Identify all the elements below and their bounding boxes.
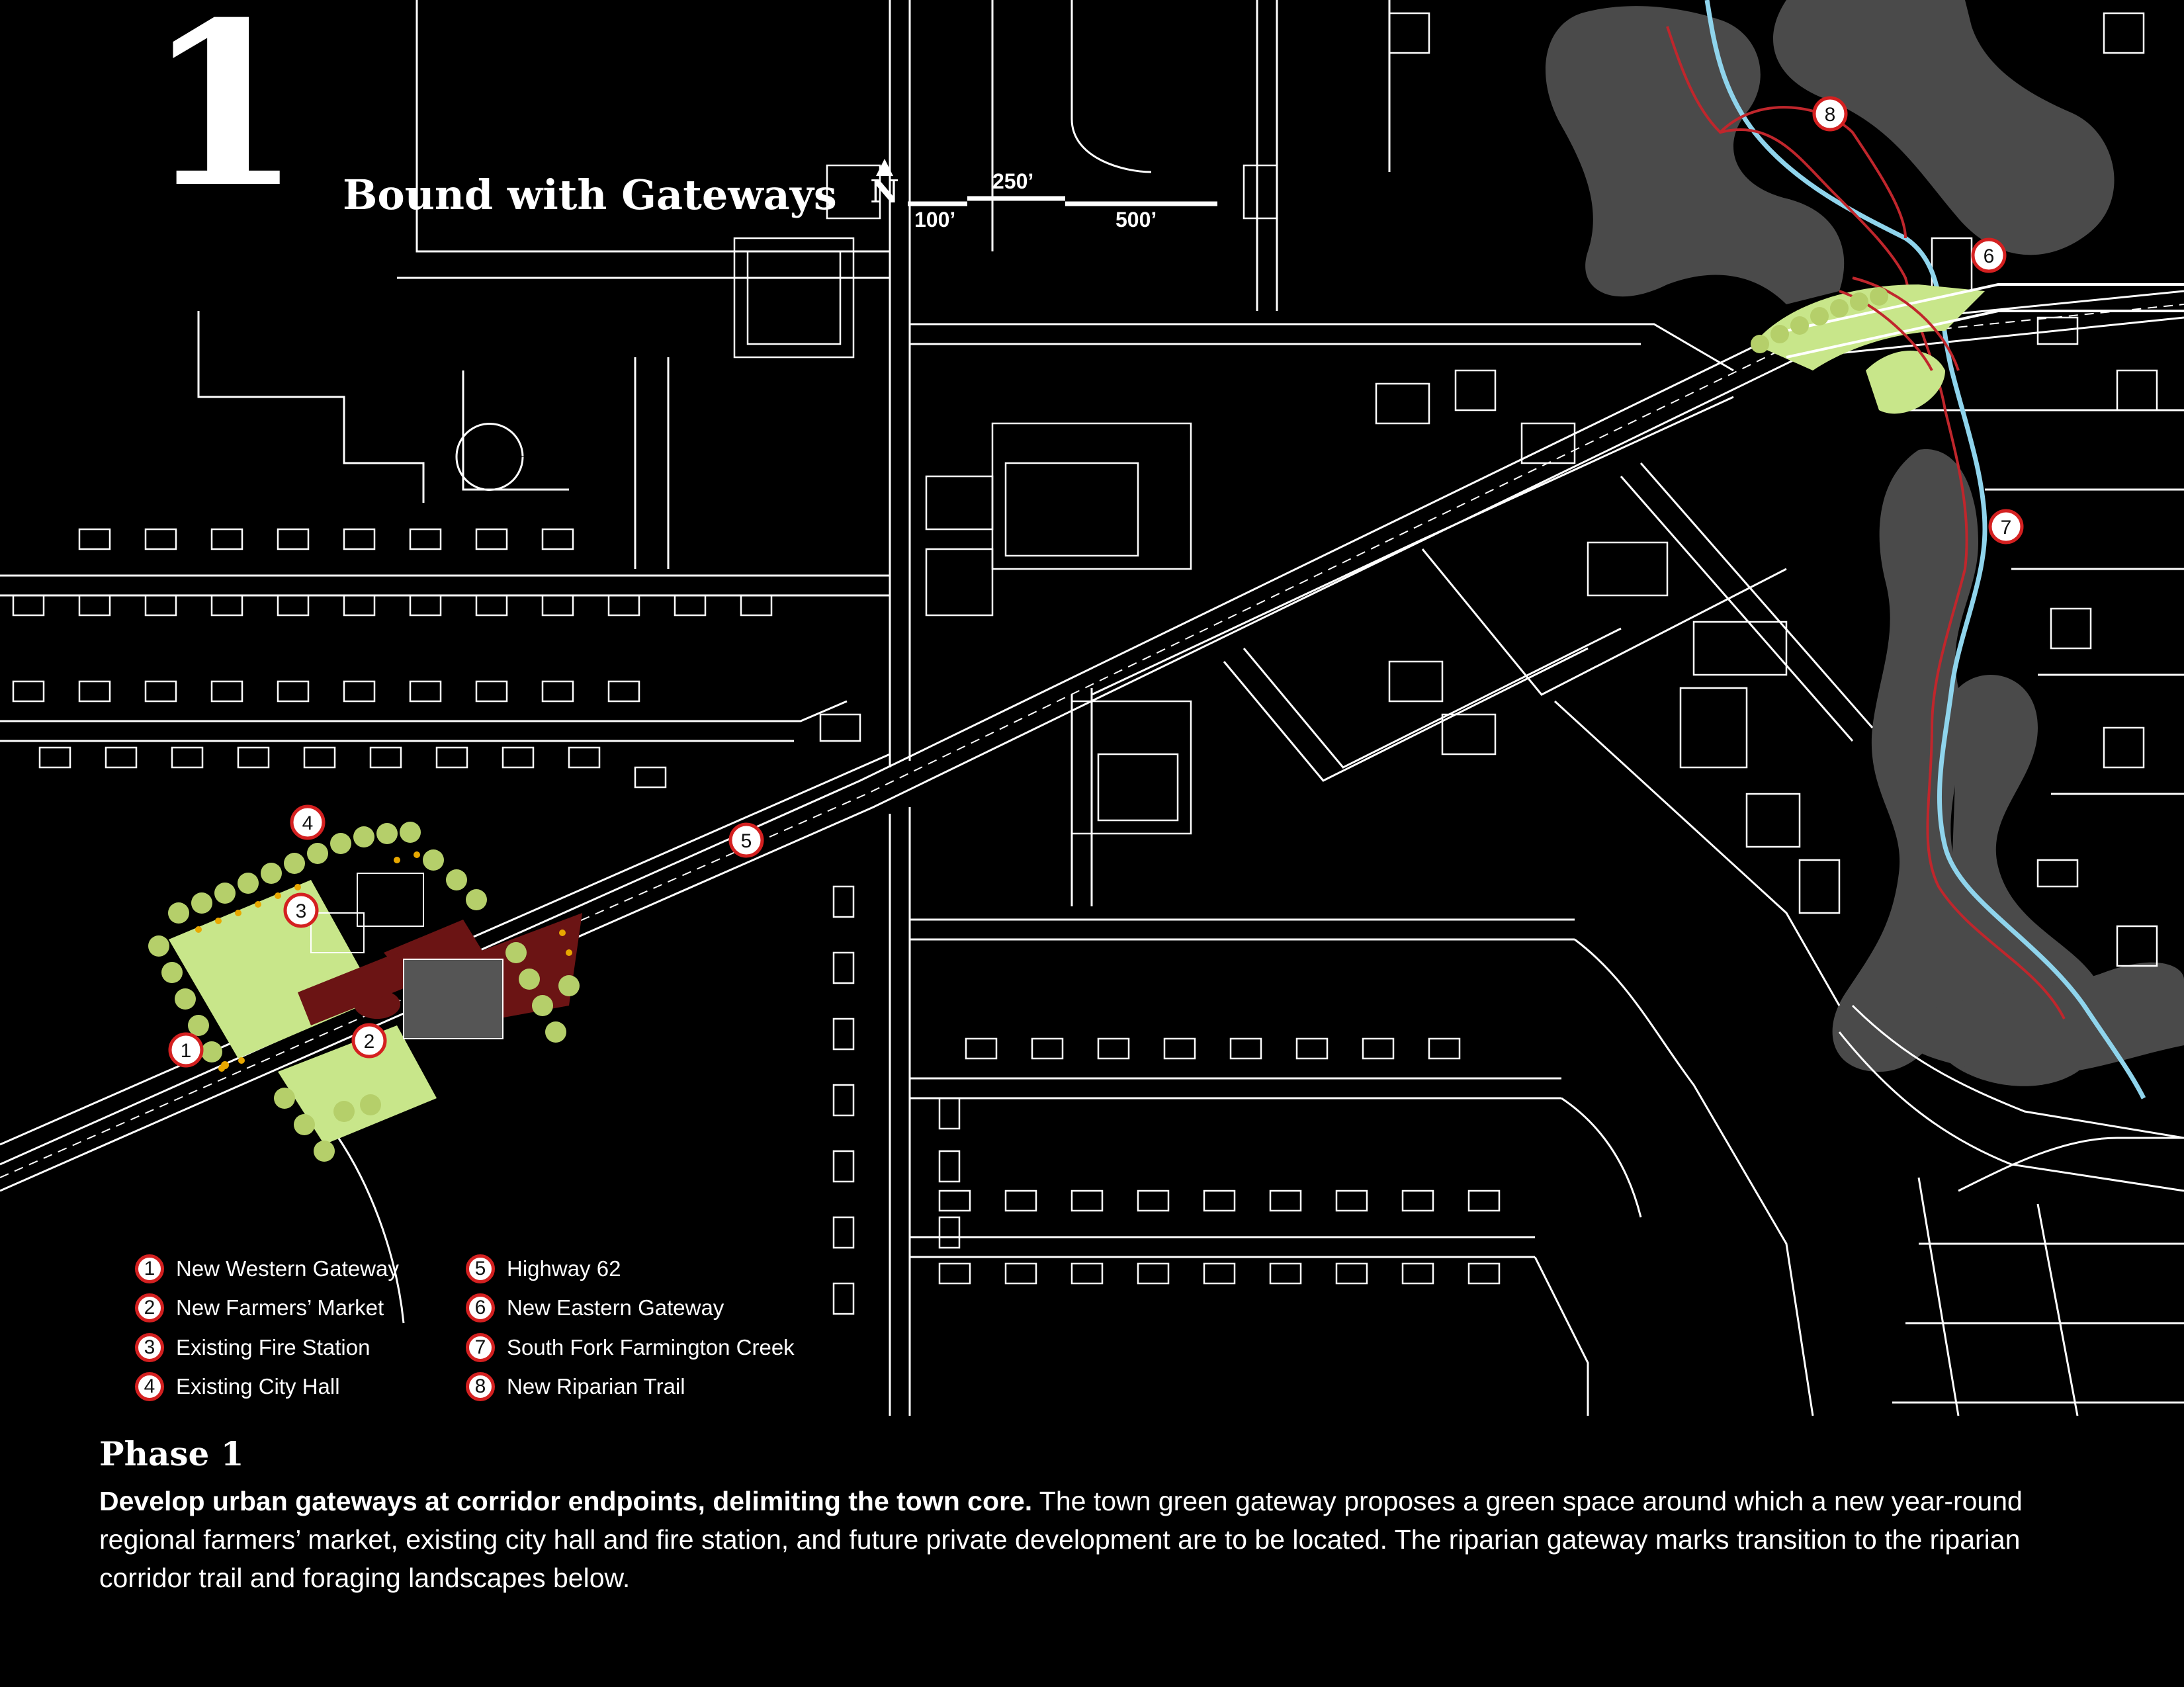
north-arrow-icon (876, 159, 893, 176)
scale-label-100: 100’ (914, 208, 956, 232)
legend-label: Existing City Hall (176, 1374, 340, 1399)
south-fork-farmington-creek (1704, 0, 2146, 1100)
legend-item: 2 New Farmers’ Market (135, 1289, 399, 1328)
north-label: N (870, 173, 899, 210)
legend-item: 8 New Riparian Trail (466, 1367, 795, 1407)
page-title: Bound with Gateways (343, 171, 837, 219)
legend-item: 3 Existing Fire Station (135, 1328, 399, 1367)
legend-left-column: 1 New Western Gateway 2 New Farmers’ Mar… (135, 1249, 399, 1406)
map-marker-8: 8 (1812, 96, 1848, 132)
legend-number: 5 (466, 1254, 495, 1283)
phase-lead: Develop urban gateways at corridor endpo… (99, 1486, 1033, 1516)
legend-number: 7 (466, 1332, 495, 1362)
map-marker-3: 3 (283, 892, 319, 928)
map-marker-8-label: 8 (1825, 104, 1836, 126)
legend-number: 8 (466, 1372, 495, 1402)
map-marker-5-label: 5 (741, 830, 752, 852)
legend-label: New Farmers’ Market (176, 1295, 384, 1320)
map-marker-1-label: 1 (181, 1040, 192, 1062)
phase-body: The town green gateway proposes a green … (99, 1486, 2023, 1593)
legend-number: 3 (135, 1332, 164, 1362)
eastern-gateway-site (1751, 277, 2184, 414)
map-marker-7-label: 7 (2001, 517, 2012, 539)
map-marker-2-label: 2 (364, 1031, 375, 1053)
new-riparian-trail (1666, 26, 2066, 1019)
map-marker-6: 6 (1971, 238, 2007, 273)
legend-label: New Riparian Trail (507, 1374, 685, 1399)
legend-right-column: 5 Highway 62 6 New Eastern Gateway 7 Sou… (466, 1249, 795, 1406)
map-marker-6-label: 6 (1984, 245, 1995, 267)
map-marker-4-label: 4 (302, 812, 314, 834)
legend-item: 7 South Fork Farmington Creek (466, 1328, 795, 1367)
map-marker-7: 7 (1988, 509, 2024, 544)
phase-description: Develop urban gateways at corridor endpo… (99, 1482, 2117, 1597)
phase-title: Phase 1 (99, 1434, 244, 1473)
legend-number: 1 (135, 1254, 164, 1283)
scale-label-250: 250’ (992, 169, 1034, 193)
legend-label: New Western Gateway (176, 1256, 399, 1281)
street-network (0, 0, 2184, 1416)
map-marker-2: 2 (351, 1023, 387, 1059)
scale-label-500: 500’ (1115, 208, 1157, 232)
legend-label: Highway 62 (507, 1256, 621, 1281)
scale-bar (908, 196, 1217, 206)
map-marker-1: 1 (168, 1032, 204, 1068)
legend-item: 4 Existing City Hall (135, 1367, 399, 1407)
legend-item: 6 New Eastern Gateway (466, 1289, 795, 1328)
map-marker-3-label: 3 (296, 900, 307, 922)
legend-item: 5 Highway 62 (466, 1249, 795, 1289)
legend-number: 2 (135, 1293, 164, 1323)
map-marker-5: 5 (728, 822, 764, 858)
legend-item: 1 New Western Gateway (135, 1249, 399, 1289)
legend-label: Existing Fire Station (176, 1334, 371, 1360)
western-gateway-site (148, 822, 582, 1162)
north-arrow: N (868, 159, 901, 208)
legend-label: South Fork Farmington Creek (507, 1334, 795, 1360)
legend-number: 4 (135, 1372, 164, 1402)
map-marker-4: 4 (290, 804, 326, 840)
legend-label: New Eastern Gateway (507, 1295, 724, 1320)
phase-number: 1 (146, 0, 302, 238)
legend-number: 6 (466, 1293, 495, 1323)
building-footprints (733, 12, 2158, 967)
residential-parcels (12, 528, 1501, 1315)
